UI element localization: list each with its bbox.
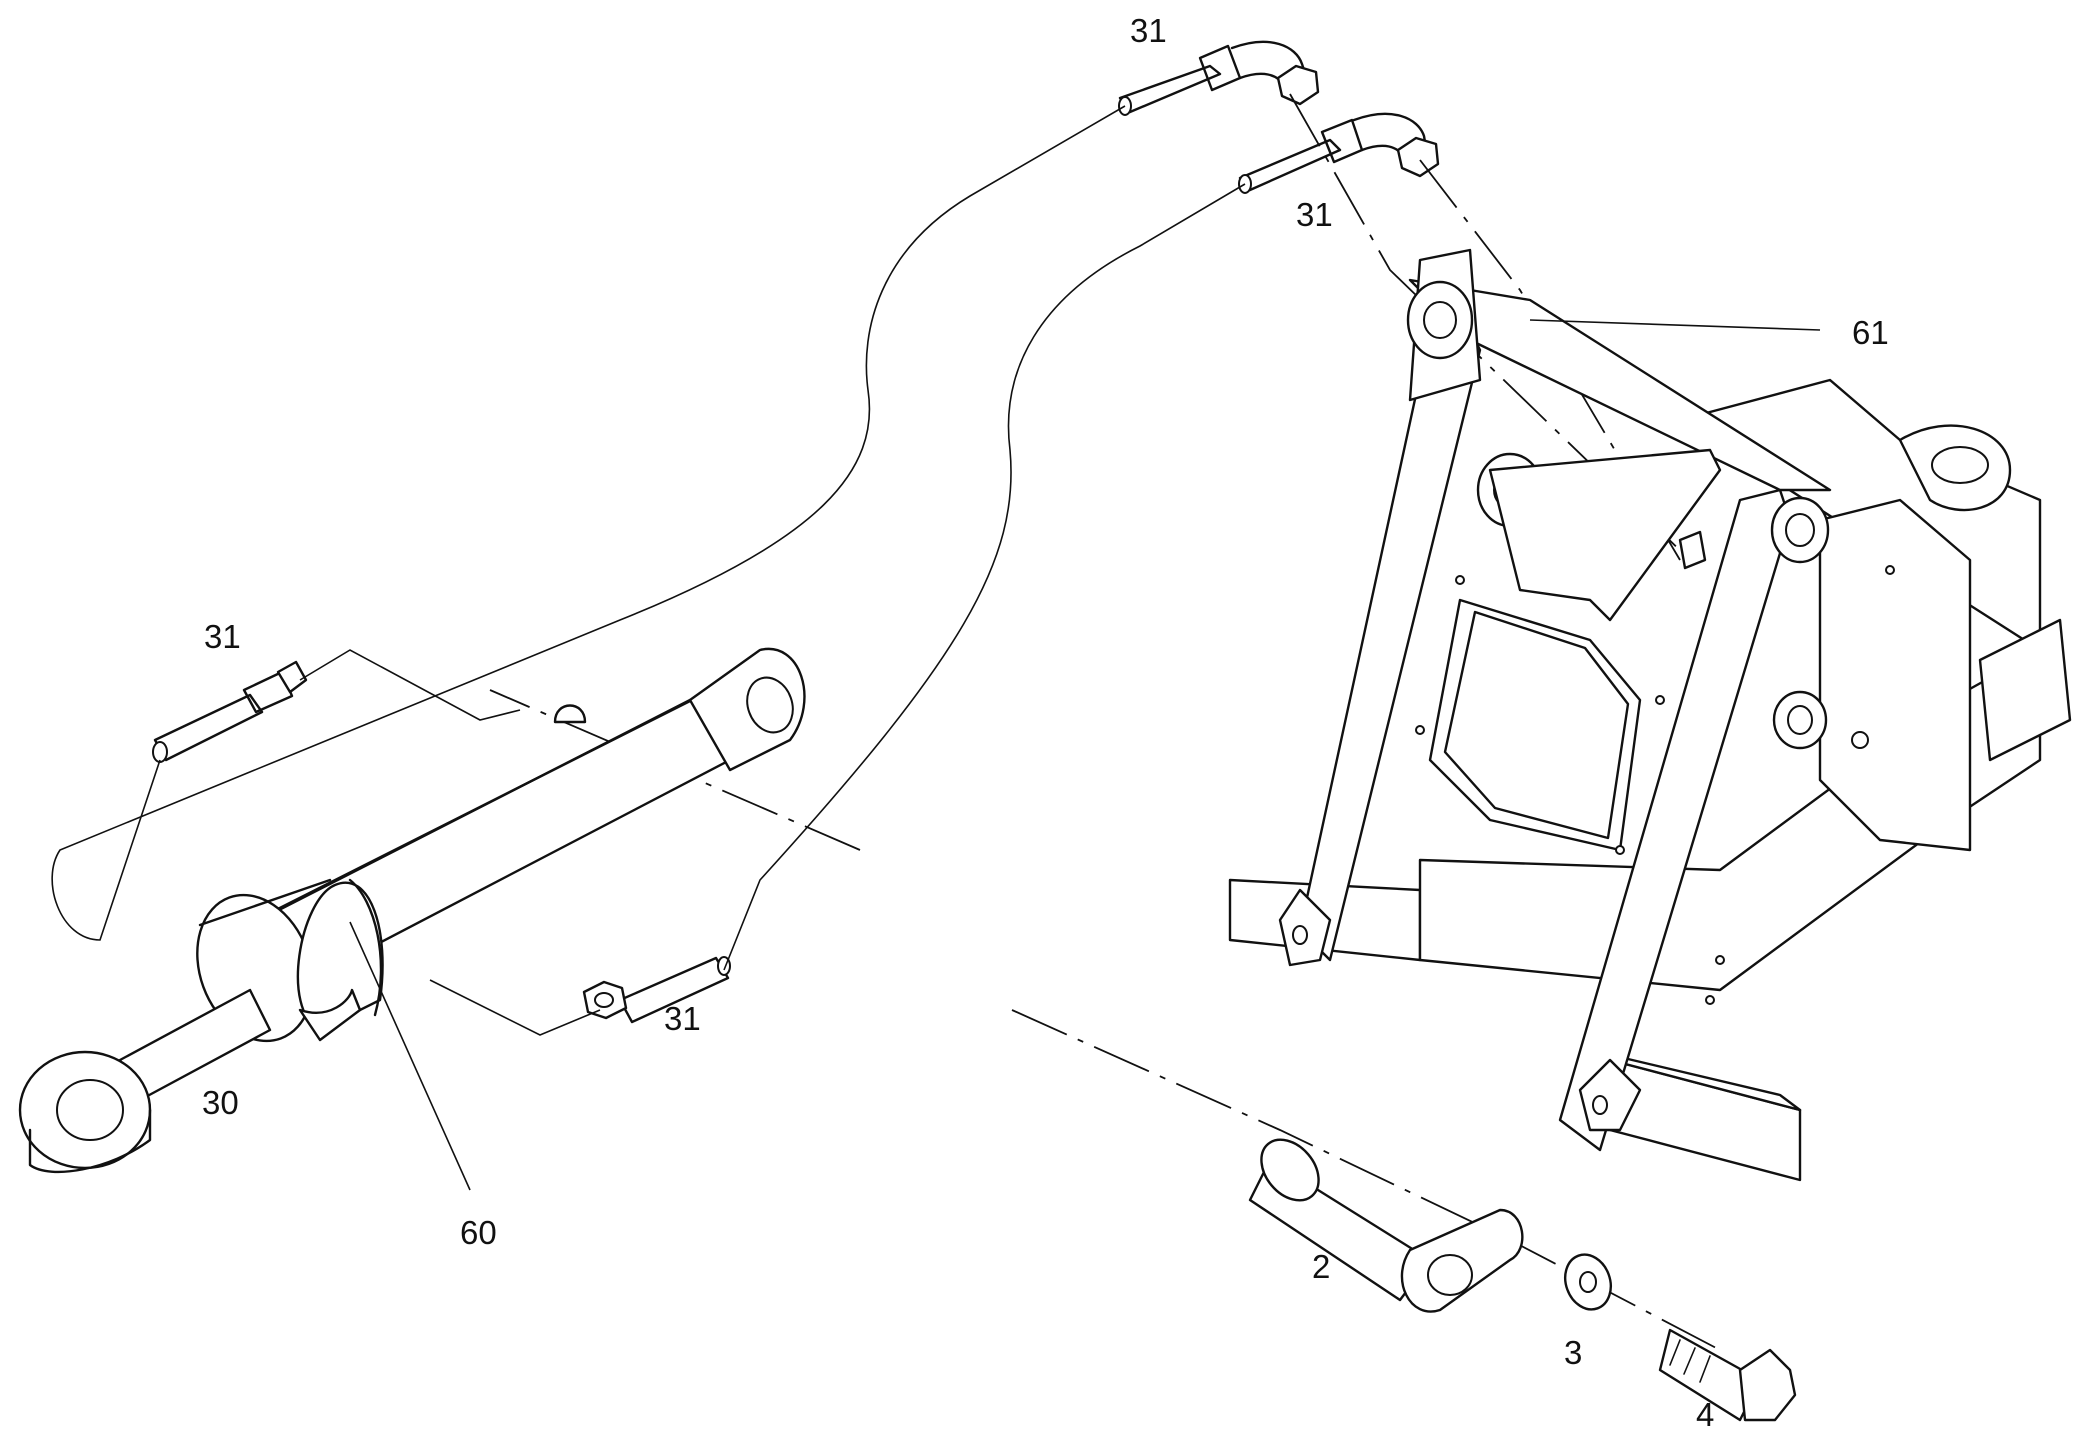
- callout-frame: 61: [1852, 314, 1889, 351]
- callout-hose-left: 31: [204, 618, 241, 655]
- hose-top-b: [1238, 112, 1440, 194]
- pin: [1248, 1138, 1524, 1313]
- hose-bottom: [582, 956, 731, 1024]
- hydraulic-cylinder: [18, 647, 806, 1174]
- callout-pin: 2: [1312, 1248, 1331, 1285]
- callout-cylinder-rod: 30: [202, 1084, 239, 1121]
- hose-left: [152, 660, 308, 763]
- callout-hose-bottom: 31: [664, 1000, 701, 1037]
- hose-top-a: [1118, 40, 1320, 116]
- washer: [1564, 1253, 1612, 1311]
- callout-bolt: 4: [1696, 1396, 1715, 1433]
- callout-washer: 3: [1564, 1334, 1583, 1371]
- bolt: [1658, 1328, 1797, 1422]
- frame-assembly: [1228, 248, 2072, 1182]
- callout-cylinder-body: 60: [460, 1214, 497, 1251]
- callout-hose-top-a: 31: [1130, 12, 1167, 49]
- callout-hose-top-b: 31: [1296, 196, 1333, 233]
